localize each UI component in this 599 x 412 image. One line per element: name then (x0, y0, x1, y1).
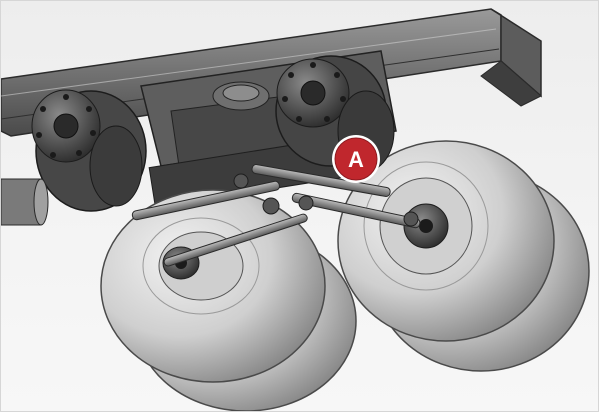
front-axle-hub (31, 89, 147, 212)
callout-a-label: A (348, 147, 364, 172)
rear-wheel-set (337, 140, 590, 372)
front-wheel-set (100, 189, 357, 411)
callout-a-marker: A (332, 135, 380, 183)
side-pipe (1, 178, 49, 226)
torque-rods (131, 164, 421, 267)
